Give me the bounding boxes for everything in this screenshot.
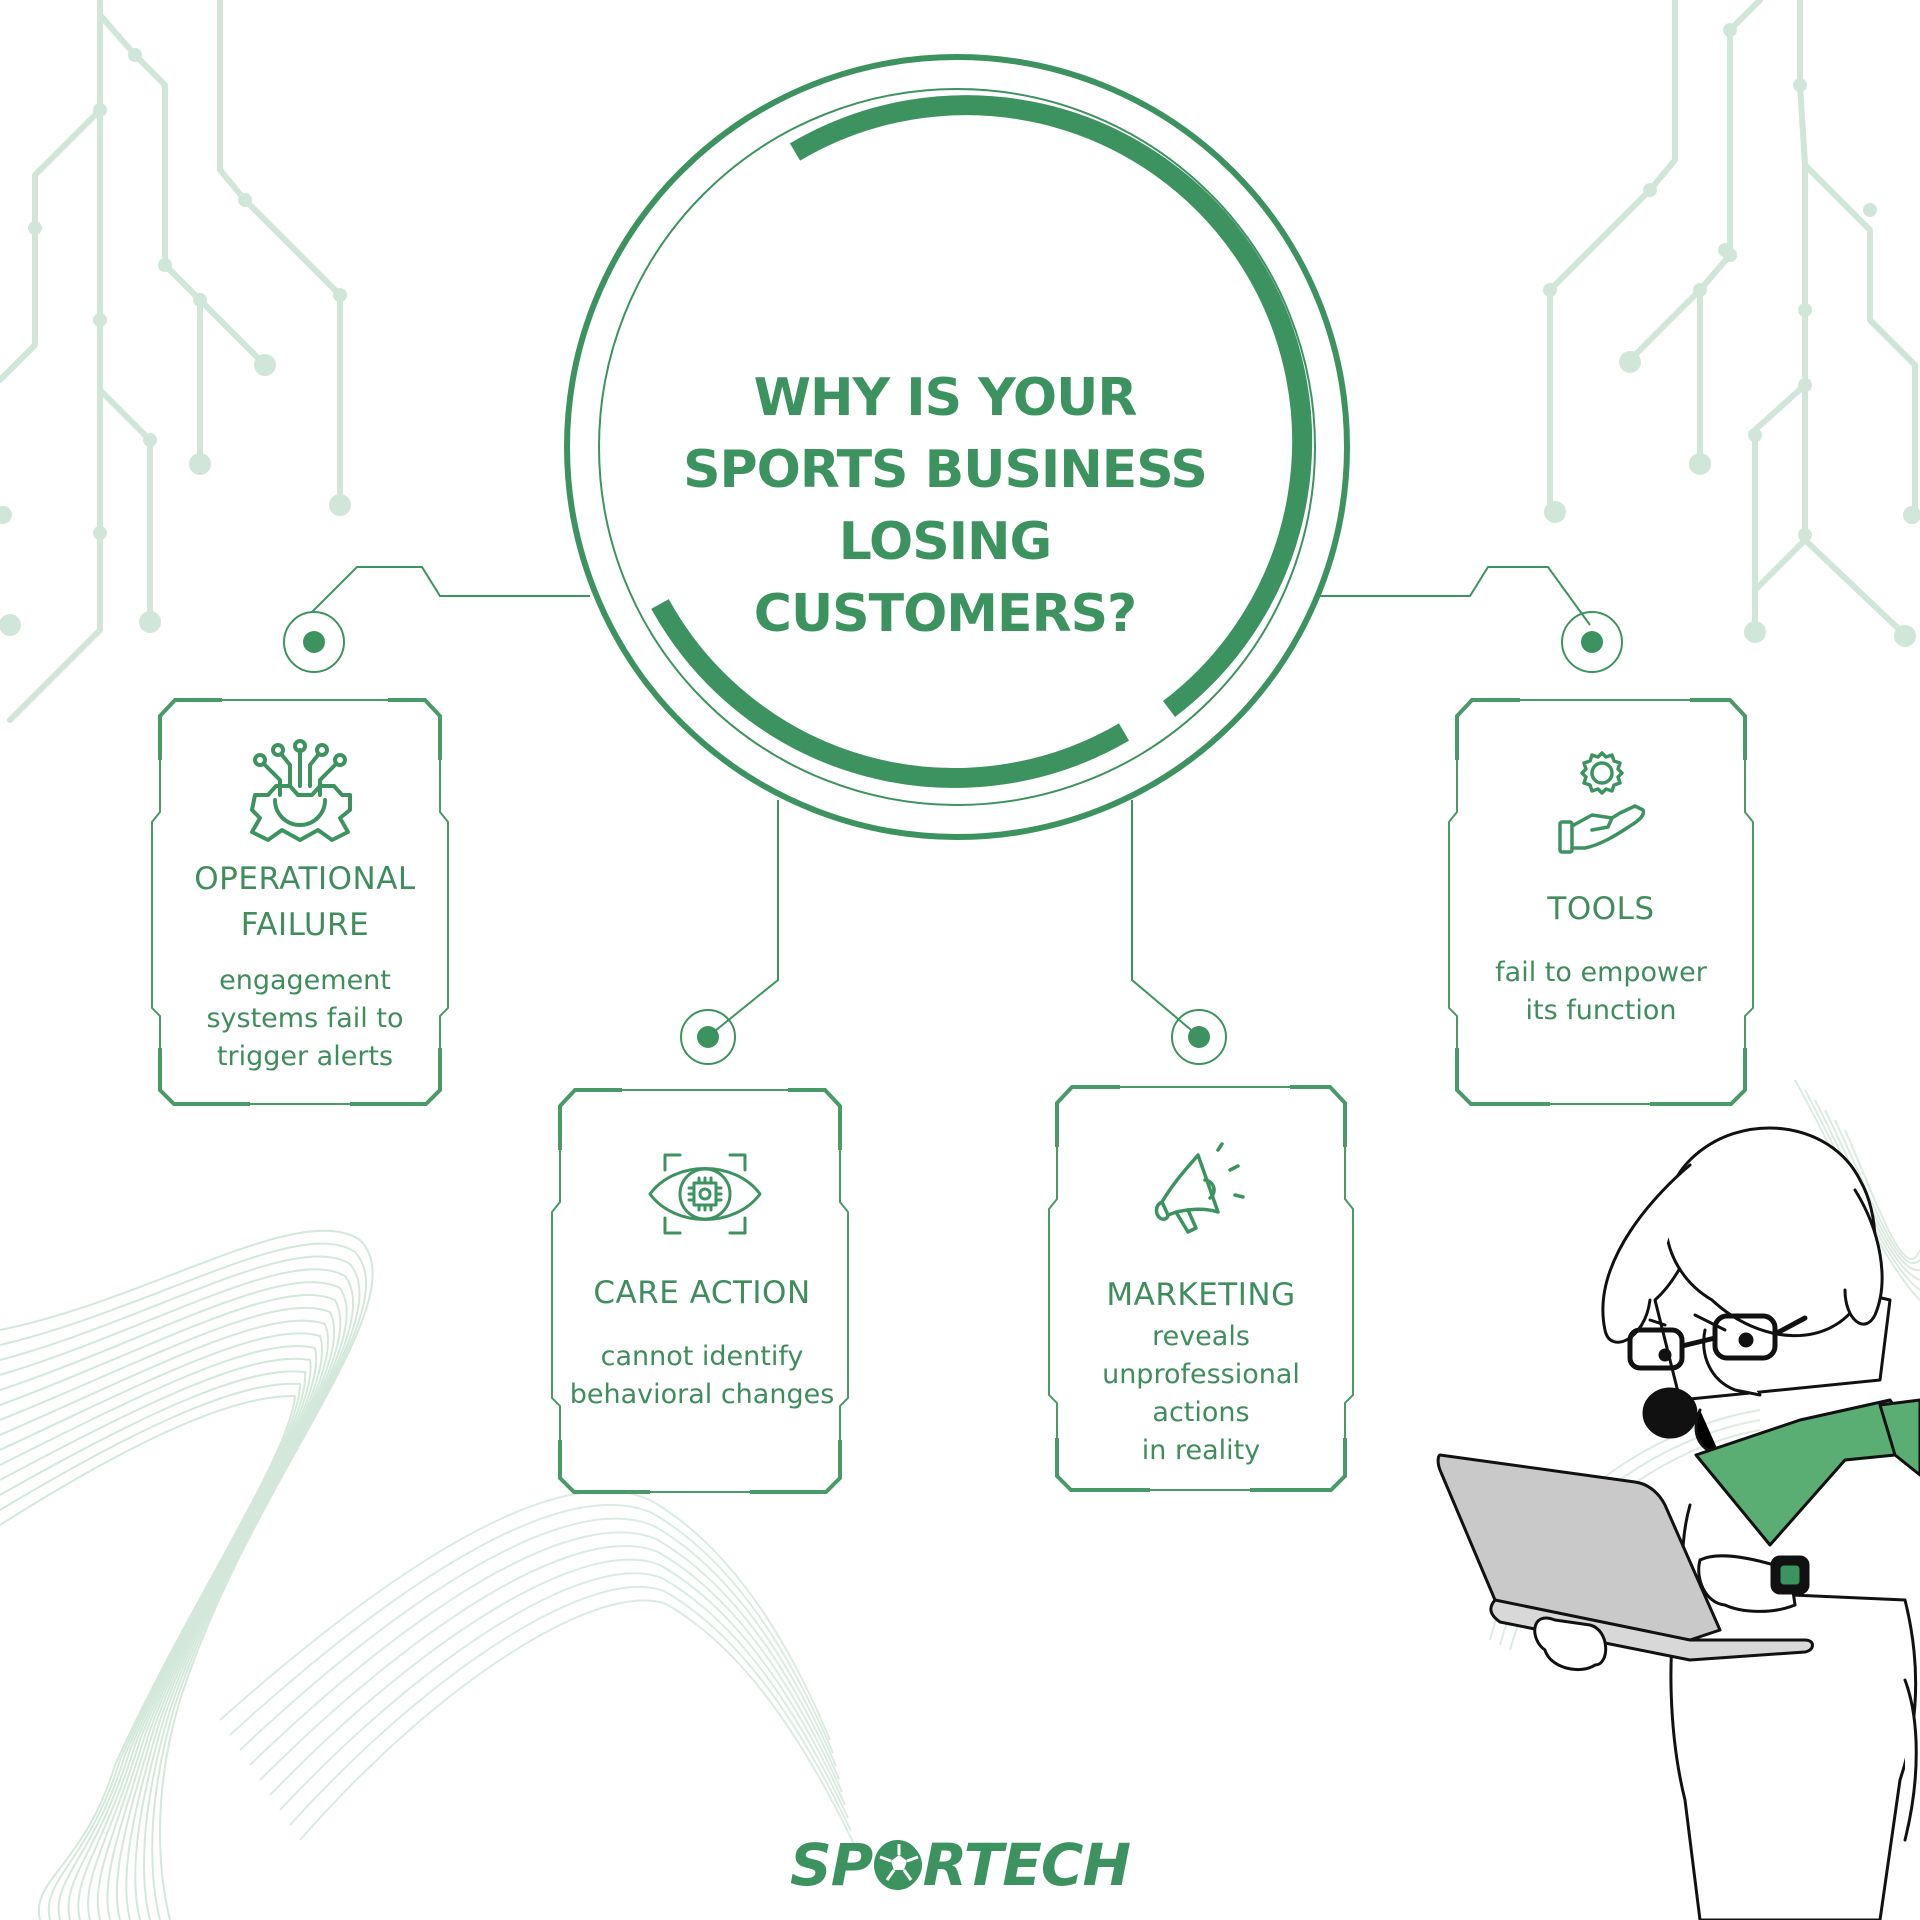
card-operational-failure [151, 698, 449, 1106]
logo-text-part: SP [790, 1831, 873, 1899]
left-circuit-nodes [0, 48, 351, 636]
card-description: fail to empower [1495, 957, 1707, 988]
title-line: SPORTS BUSINESS [683, 440, 1208, 500]
right-circuit-nodes [1543, 23, 1920, 647]
card-marketing [1048, 1085, 1354, 1492]
card-title: CARE ACTION [593, 1275, 811, 1311]
card-operational-failure-text: OPERATIONAL FAILURE engagement systems f… [160, 856, 450, 1076]
title-circle [564, 54, 1350, 840]
card-title: OPERATIONAL [194, 861, 416, 897]
card-tools-text: TOOLS fail to empower its function [1451, 886, 1751, 1030]
connector-lines [311, 566, 1591, 1036]
card-description: behavioral changes [569, 1379, 835, 1410]
card-description: trigger alerts [216, 1041, 394, 1072]
soccer-ball-icon [874, 1840, 923, 1890]
card-tools [1448, 698, 1754, 1106]
circuit-gear-icon [250, 739, 352, 842]
dog-mascot-illustration [1436, 1126, 1920, 1920]
logo-text-part: RTECH [922, 1831, 1131, 1899]
card-description: its function [1525, 995, 1677, 1026]
eye-chip-icon [648, 1153, 762, 1235]
card-care-action-text: CARE ACTION cannot identify behavioral c… [552, 1270, 852, 1414]
card-description: cannot identify [600, 1341, 804, 1372]
bottom-center-wave-decoration [219, 1490, 855, 1845]
main-title: WHY IS YOUR SPORTS BUSINESS LOSING CUSTO… [620, 362, 1270, 650]
megaphone-icon [1154, 1142, 1245, 1234]
title-line: CUSTOMERS? [753, 584, 1137, 644]
card-marketing-text: MARKETING reveals unprofessional actions… [1051, 1272, 1351, 1470]
bottom-left-wave-decoration [0, 1229, 374, 1920]
left-circuit-decoration [0, 0, 343, 723]
card-care-action [551, 1088, 849, 1494]
right-circuit-decoration [1547, 0, 1918, 638]
card-description: systems fail to [206, 1003, 404, 1034]
connector-nodes [283, 611, 1623, 1065]
title-line: WHY IS YOUR [753, 368, 1138, 428]
card-title: TOOLS [1547, 891, 1655, 927]
sportech-logo: SP RTECH [790, 1830, 1131, 1900]
card-description: unprofessional [1102, 1359, 1300, 1390]
card-description: engagement [219, 965, 391, 996]
title-line: LOSING [838, 512, 1053, 572]
hand-gear-icon [1558, 751, 1646, 854]
card-title: MARKETING [1106, 1277, 1296, 1313]
card-description: reveals [1152, 1321, 1250, 1352]
card-title: FAILURE [240, 907, 370, 943]
card-description: actions [1152, 1397, 1250, 1428]
card-description: in reality [1141, 1435, 1261, 1466]
